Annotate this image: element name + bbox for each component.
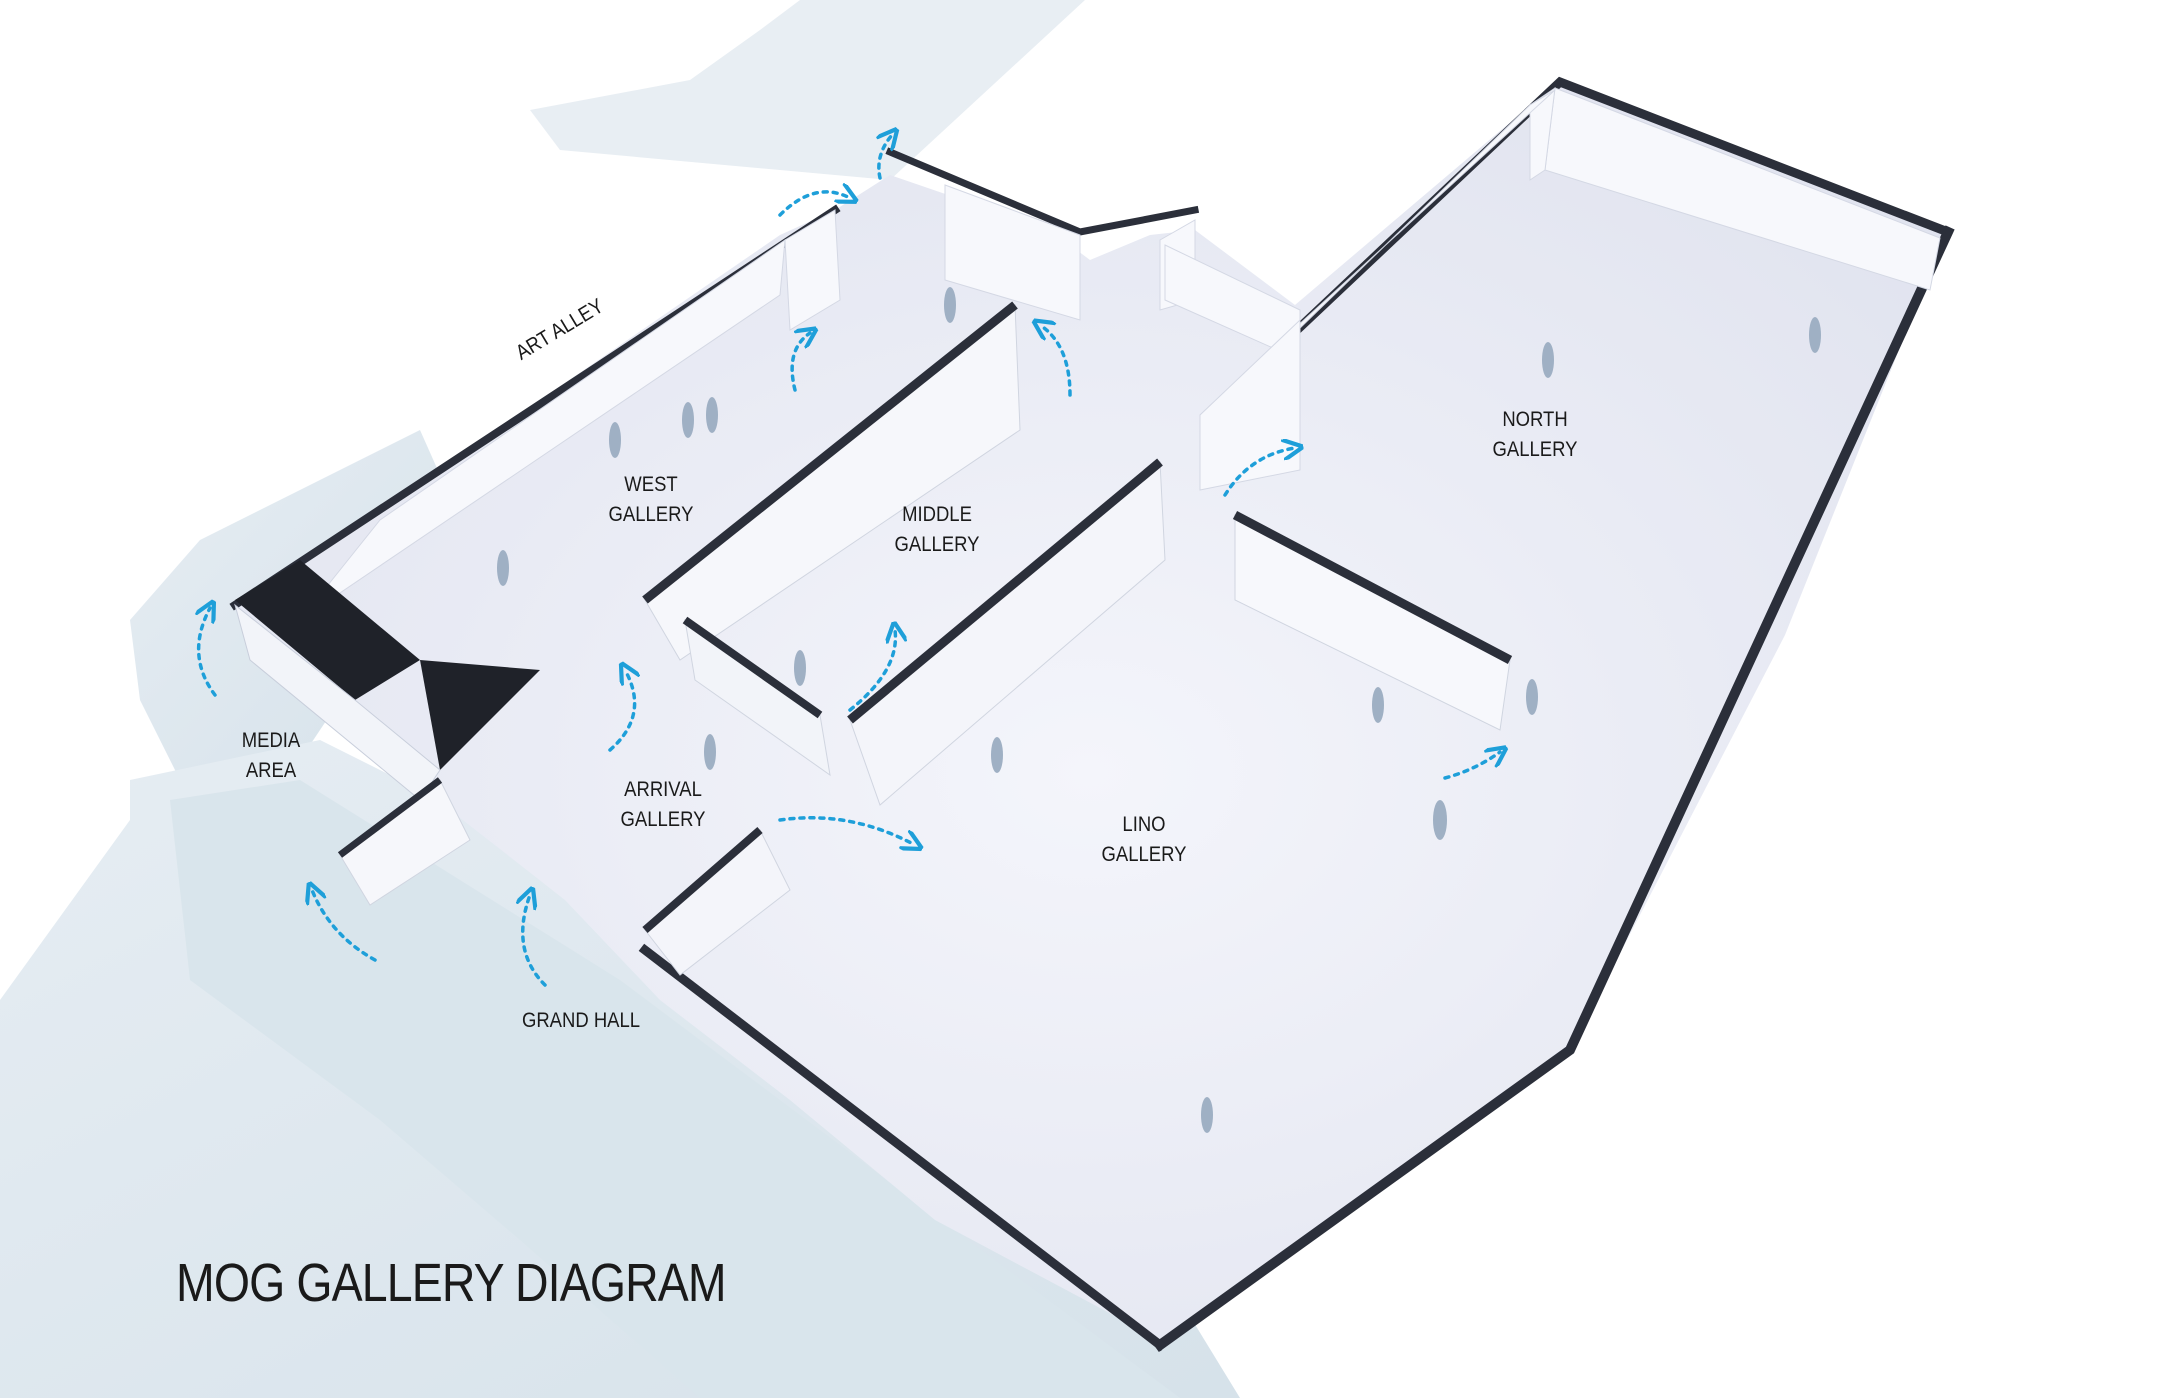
figure bbox=[682, 402, 694, 438]
top-wall-nl bbox=[1232, 511, 1513, 664]
wall-north-top bbox=[885, 147, 1200, 236]
arrow-icon bbox=[778, 816, 915, 845]
label-line: ARRIVAL bbox=[624, 778, 702, 801]
figure bbox=[1526, 679, 1538, 715]
ground-street-band bbox=[170, 780, 1180, 1398]
label-line: MIDDLE bbox=[902, 503, 972, 526]
label-line: LINO bbox=[1122, 813, 1166, 836]
arrow-icon bbox=[848, 630, 895, 712]
label-line: GALLERY bbox=[608, 503, 694, 526]
figure bbox=[1809, 317, 1821, 353]
figure bbox=[1433, 800, 1447, 840]
wall-south bbox=[638, 943, 1167, 1352]
figure bbox=[497, 550, 509, 586]
label-line: GALLERY bbox=[894, 533, 980, 556]
arrow-icon bbox=[879, 135, 892, 180]
face-top-room-b bbox=[944, 184, 1081, 321]
arrow-icon bbox=[790, 333, 810, 392]
figure bbox=[1372, 687, 1384, 723]
ground-north-strip bbox=[530, 0, 1085, 180]
diagram-title: MOG GALLERY DIAGRAM bbox=[176, 1253, 727, 1313]
wall-faces bbox=[299, 86, 1941, 621]
label-line: MEDIA bbox=[241, 729, 301, 752]
figure bbox=[704, 734, 716, 770]
label-middle-gallery: MIDDLE GALLERY bbox=[895, 500, 980, 560]
label-line: GRAND HALL bbox=[521, 1009, 641, 1032]
visitor-figures bbox=[497, 287, 1821, 1133]
figure bbox=[1201, 1097, 1213, 1133]
label-line: GALLERY bbox=[1101, 843, 1187, 866]
label-west-gallery: WEST GALLERY bbox=[609, 470, 694, 530]
arrow-icon bbox=[1040, 325, 1072, 397]
label-line: NORTH bbox=[1502, 408, 1568, 431]
wall-east bbox=[1153, 225, 1955, 1352]
label-media-area: MEDIA AREA bbox=[242, 726, 301, 786]
figure bbox=[794, 650, 806, 686]
label-line: WEST bbox=[624, 473, 678, 496]
arrow-icon bbox=[1443, 752, 1500, 780]
block-media-a bbox=[235, 560, 420, 700]
label-lino-gallery: LINO GALLERY bbox=[1102, 810, 1187, 870]
figure bbox=[1542, 342, 1554, 378]
figure bbox=[944, 287, 956, 323]
face-top-room-a bbox=[784, 209, 841, 331]
circulation-arrows bbox=[199, 135, 1500, 987]
block-media-b bbox=[420, 660, 540, 770]
face-north-divider bbox=[1199, 318, 1301, 491]
arrow-icon bbox=[608, 670, 635, 752]
top-wall-media-front bbox=[337, 777, 443, 858]
arrow-icon bbox=[1223, 448, 1295, 497]
figure bbox=[991, 737, 1003, 773]
arrow-icon bbox=[312, 890, 377, 962]
top-wall-ml bbox=[847, 458, 1163, 724]
gallery-floor bbox=[235, 80, 1945, 1340]
top-wall-arrival bbox=[642, 826, 763, 934]
top-wall-mid-short bbox=[682, 616, 823, 719]
media-blocks bbox=[234, 560, 540, 801]
label-line: GALLERY bbox=[620, 808, 706, 831]
label-arrival-gallery: ARRIVAL GALLERY bbox=[621, 775, 706, 835]
arrow-icon bbox=[778, 192, 850, 217]
figure bbox=[609, 422, 621, 458]
figure bbox=[706, 397, 718, 433]
arrow-icon bbox=[199, 608, 217, 697]
floor-main bbox=[235, 80, 1945, 1340]
label-north-gallery: NORTH GALLERY bbox=[1493, 405, 1578, 465]
label-grand-hall: GRAND HALL bbox=[522, 1006, 640, 1036]
top-wall-wm bbox=[642, 301, 1018, 604]
label-line: GALLERY bbox=[1492, 438, 1578, 461]
partition-walls bbox=[337, 301, 1513, 976]
label-line: AREA bbox=[245, 759, 297, 782]
face-north-corner bbox=[1529, 86, 1556, 181]
arrow-icon bbox=[523, 895, 547, 987]
